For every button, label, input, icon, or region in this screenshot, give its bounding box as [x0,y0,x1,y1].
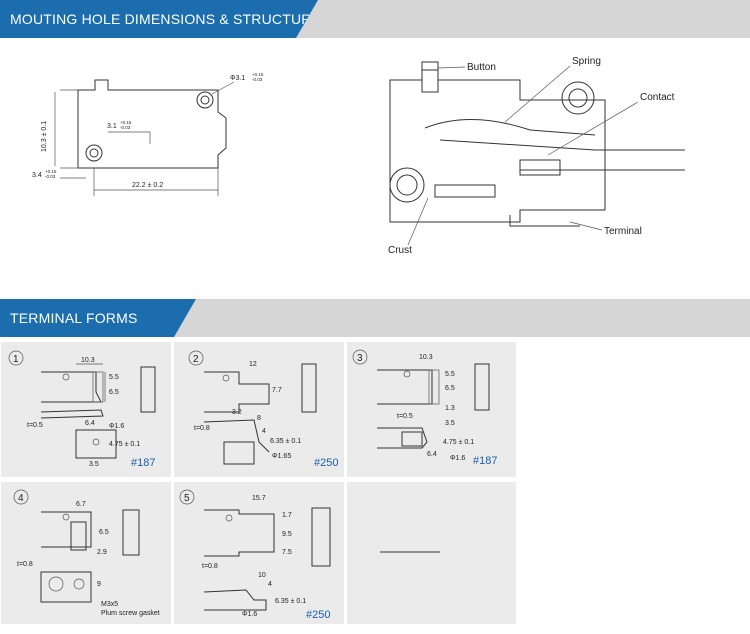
terminal-panel-1: 1 10.3 5.5 6.5 t=0.5 6.4 Φ1.6 4.75 ± 0.1… [1,342,171,477]
dim: 10 [258,572,266,579]
terminal-badge: #187 [131,457,155,469]
dim: 9 [97,581,101,588]
terminal-number: 1 [13,354,19,365]
dim: 2.9 [97,549,107,556]
mount-hole-dia: Φ3.1 [230,75,245,82]
dim: M3x5 [101,601,118,608]
dim: 1.3 [445,405,455,412]
terminal-section-header: TERMINAL FORMS [0,299,750,337]
dim: 9.5 [282,531,292,538]
mount-hole-tol-top: +0.15 [252,72,264,77]
dim: 4.75 ± 0.1 [109,441,140,448]
dim: 12 [249,361,257,368]
mount-inner-hole: 3.1 [107,123,117,130]
dim: 7.5 [282,549,292,556]
dim: 5.5 [109,374,119,381]
dim: 4 [262,428,266,435]
label-terminal: Terminal [604,226,642,237]
terminal-panel-4: 4 6.7 6.5 2.9 t=0.8 9 M3x5 Plum screw ga… [1,482,171,624]
terminal-5-drawing: 5 15.7 1.7 9.5 7.5 t=0.8 10 4 6.35 ± 0.1… [179,489,331,621]
terminal-1-drawing: 1 10.3 5.5 6.5 t=0.5 6.4 Φ1.6 4.75 ± 0.1… [8,350,156,469]
dim: 15.7 [252,495,266,502]
terminal-panel-2: 2 12 7.7 3.2 8 t=0.8 4 6.35 ± 0.1 Φ1.65 … [174,342,344,477]
dim: Φ1.6 [450,455,465,462]
empty-panel-drawing [380,551,440,553]
terminal-number: 4 [18,493,24,504]
dim: t=0.8 [202,563,218,570]
dim: t=0.8 [194,425,210,432]
header-accent: MOUTING HOLE DIMENSIONS & STRUCTURE [0,0,318,38]
terminal-number: 5 [184,493,190,504]
mount-hole-tol-bottom: -0.03 [252,77,263,82]
label-button: Button [467,62,496,73]
terminal-badge: #187 [473,455,497,467]
mount-inner-tol-bottom: -0.03 [120,125,131,130]
mounting-hole-drawing: Φ3.1 +0.15 -0.03 10.3 ± 0.1 3.1 +0.15 -0… [32,72,264,196]
dim: Φ1.6 [109,423,124,430]
terminal-2-drawing: 2 12 7.7 3.2 8 t=0.8 4 6.35 ± 0.1 Φ1.65 … [188,350,338,469]
dim: 1.7 [282,512,292,519]
dim: Φ1.65 [272,453,291,460]
dim: Plum screw gasket [101,610,160,617]
mount-inner-tol-top: +0.15 [120,120,132,125]
label-contact: Contact [640,92,675,103]
terminal-badge: #250 [314,457,338,469]
dim: t=0.5 [27,422,43,429]
terminal-panel-5: 5 15.7 1.7 9.5 7.5 t=0.8 10 4 6.35 ± 0.1… [174,482,344,624]
terminal-panel-3: 3 10.3 5.5 6.5 1.3 t=0.5 3.5 4.75 ± 0.1 … [347,342,516,477]
header-accent: TERMINAL FORMS [0,299,196,337]
terminal-3-drawing: 3 10.3 5.5 6.5 1.3 t=0.5 3.5 4.75 ± 0.1 … [352,349,497,467]
dim: 8 [257,415,261,422]
dim: 6.4 [85,420,95,427]
dim: 6.5 [99,529,109,536]
dim: 6.7 [76,501,86,508]
terminal-section-title: TERMINAL FORMS [10,310,138,326]
mount-offset-tol-top: +0.15 [45,169,57,174]
terminal-number: 2 [193,354,199,365]
label-spring: Spring [572,56,601,67]
dim: 4.75 ± 0.1 [443,439,474,446]
dim: 6.5 [445,385,455,392]
dim: 3.5 [445,420,455,427]
terminal-panel-empty [347,482,516,624]
dim: 6.5 [109,389,119,396]
structure-drawing: Button Spring Contact Terminal Crust [388,56,685,256]
dim: 10.3 [81,357,95,364]
dim: 6.35 ± 0.1 [275,598,306,605]
dim: t=0.5 [397,413,413,420]
dim: t=0.8 [17,561,33,568]
mount-offset-tol-bottom: -0.03 [45,174,56,179]
terminal-4-drawing: 4 6.7 6.5 2.9 t=0.8 9 M3x5 Plum screw ga… [13,489,160,617]
dim: 5.5 [445,371,455,378]
dim: 3.2 [232,409,242,416]
mount-width: 22.2 ± 0.2 [132,182,163,189]
mount-height: 10.3 ± 0.1 [41,121,48,152]
dim: 3.5 [89,461,99,468]
mounting-section-header: MOUTING HOLE DIMENSIONS & STRUCTURE [0,0,750,38]
dim: 10.3 [419,354,433,361]
dim: 4 [268,581,272,588]
dim: Φ1.6 [242,611,257,618]
dim: 6.4 [427,451,437,458]
mounting-section-title: MOUTING HOLE DIMENSIONS & STRUCTURE [10,11,322,27]
dim: 6.35 ± 0.1 [270,438,301,445]
terminal-badge: #250 [306,609,330,621]
terminal-number: 3 [357,353,363,364]
dim: 7.7 [272,387,282,394]
mount-offset: 3.4 [32,172,42,179]
label-crust: Crust [388,245,412,256]
